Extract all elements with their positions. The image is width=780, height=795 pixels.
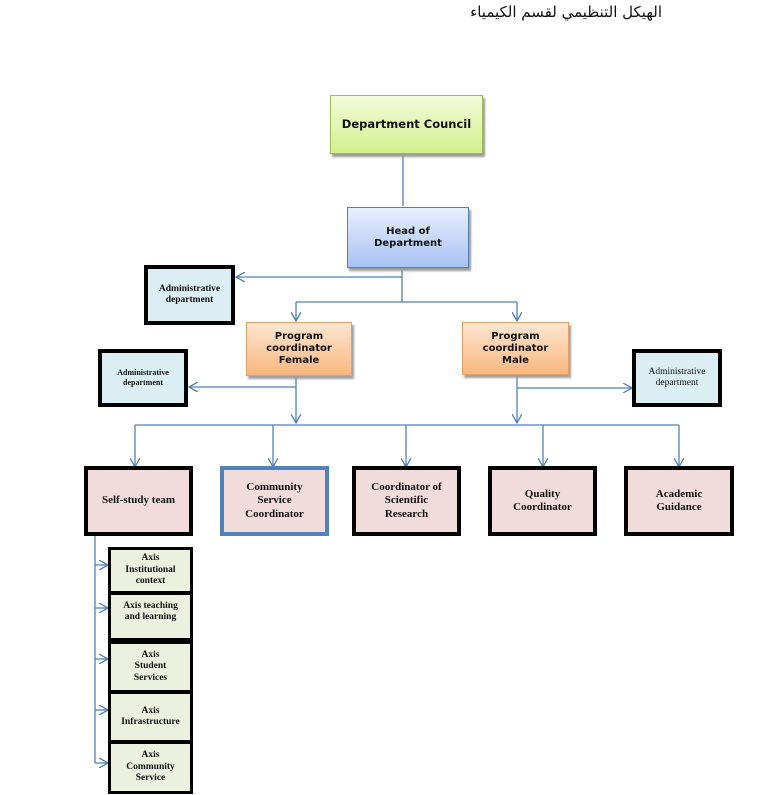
node-admin-department-left: Administrative department xyxy=(98,349,188,407)
node-label-line: Axis xyxy=(141,649,160,660)
node-label-line: Research xyxy=(384,507,429,520)
node-label-line: Institutional xyxy=(125,564,176,575)
node-label-line: Community xyxy=(126,761,175,772)
node-label-line: Administrative xyxy=(648,366,706,377)
node-label-line: department xyxy=(165,295,214,305)
node-head-of-department: Head of Department xyxy=(347,207,469,268)
node-axis-infrastructure: Axis Infrastructure xyxy=(108,691,193,743)
node-label-line: Scientific xyxy=(384,494,429,507)
node-label-line: Administrative xyxy=(158,283,221,294)
node-axis-teaching-learning: Axis teaching and learning xyxy=(108,592,193,641)
node-label-line: Quality xyxy=(524,487,561,500)
node-self-study-team: Self-study team xyxy=(84,466,193,536)
node-label-line: Infrastructure xyxy=(121,717,180,727)
node-label-line: Academic xyxy=(655,487,703,500)
node-community-service-coordinator: Community Service Coordinator xyxy=(220,466,329,536)
node-label-line: coordinator xyxy=(266,343,332,354)
node-department-council: Department Council xyxy=(330,95,483,154)
node-label-line: Coordinator of xyxy=(371,481,442,494)
node-axis-community-service: Axis Community Service xyxy=(108,741,193,794)
node-label-line: Self-study team xyxy=(101,494,176,507)
node-label-line: Axis xyxy=(141,750,160,761)
node-label-line: department xyxy=(655,378,699,388)
chart-title: الهيكل التنظيمي لقسم الكيمياء xyxy=(470,3,662,21)
node-label-line: Department xyxy=(374,237,442,249)
node-label-line: Axis teaching xyxy=(123,601,178,611)
node-label-line: Student xyxy=(134,661,167,672)
node-label-line: and learning xyxy=(124,612,177,623)
node-admin-department-top: Administrative department xyxy=(144,265,235,325)
node-label-line: Services xyxy=(133,672,168,683)
node-axis-institutional-context: Axis Institutional context xyxy=(108,547,193,594)
node-label-line: Service xyxy=(135,773,166,784)
node-label-line: Axis xyxy=(141,705,160,716)
node-label-line: Program xyxy=(491,330,540,342)
node-quality-coordinator: Quality Coordinator xyxy=(488,466,597,536)
node-label-line: Service xyxy=(257,494,292,507)
node-label: Department Council xyxy=(341,116,472,131)
node-label-line: Coordinator xyxy=(513,501,572,513)
node-label-line: Program xyxy=(274,331,324,342)
node-label-line: Head of xyxy=(386,225,430,237)
node-label-line: Female xyxy=(278,355,320,366)
node-label-line: coordinator xyxy=(482,342,549,354)
node-label-line: Axis xyxy=(141,553,160,564)
node-label-line: Coordinator xyxy=(245,507,304,520)
node-program-coordinator-male: Program coordinator Male xyxy=(462,322,569,375)
node-axis-student-services: Axis Student Services xyxy=(108,641,193,693)
node-label-line: department xyxy=(123,378,163,387)
node-label-line: Male xyxy=(502,354,529,366)
node-label-line: context xyxy=(135,576,166,587)
node-label-line: Community xyxy=(246,481,303,494)
node-coordinator-scientific-research: Coordinator of Scientific Research xyxy=(352,466,461,536)
node-label-line: Administrative xyxy=(117,368,169,378)
node-label-line: Guidance xyxy=(656,501,702,513)
node-admin-department-right: Administrative department xyxy=(632,349,722,407)
node-academic-guidance: Academic Guidance xyxy=(624,466,734,536)
node-program-coordinator-female: Program coordinator Female xyxy=(246,322,352,376)
